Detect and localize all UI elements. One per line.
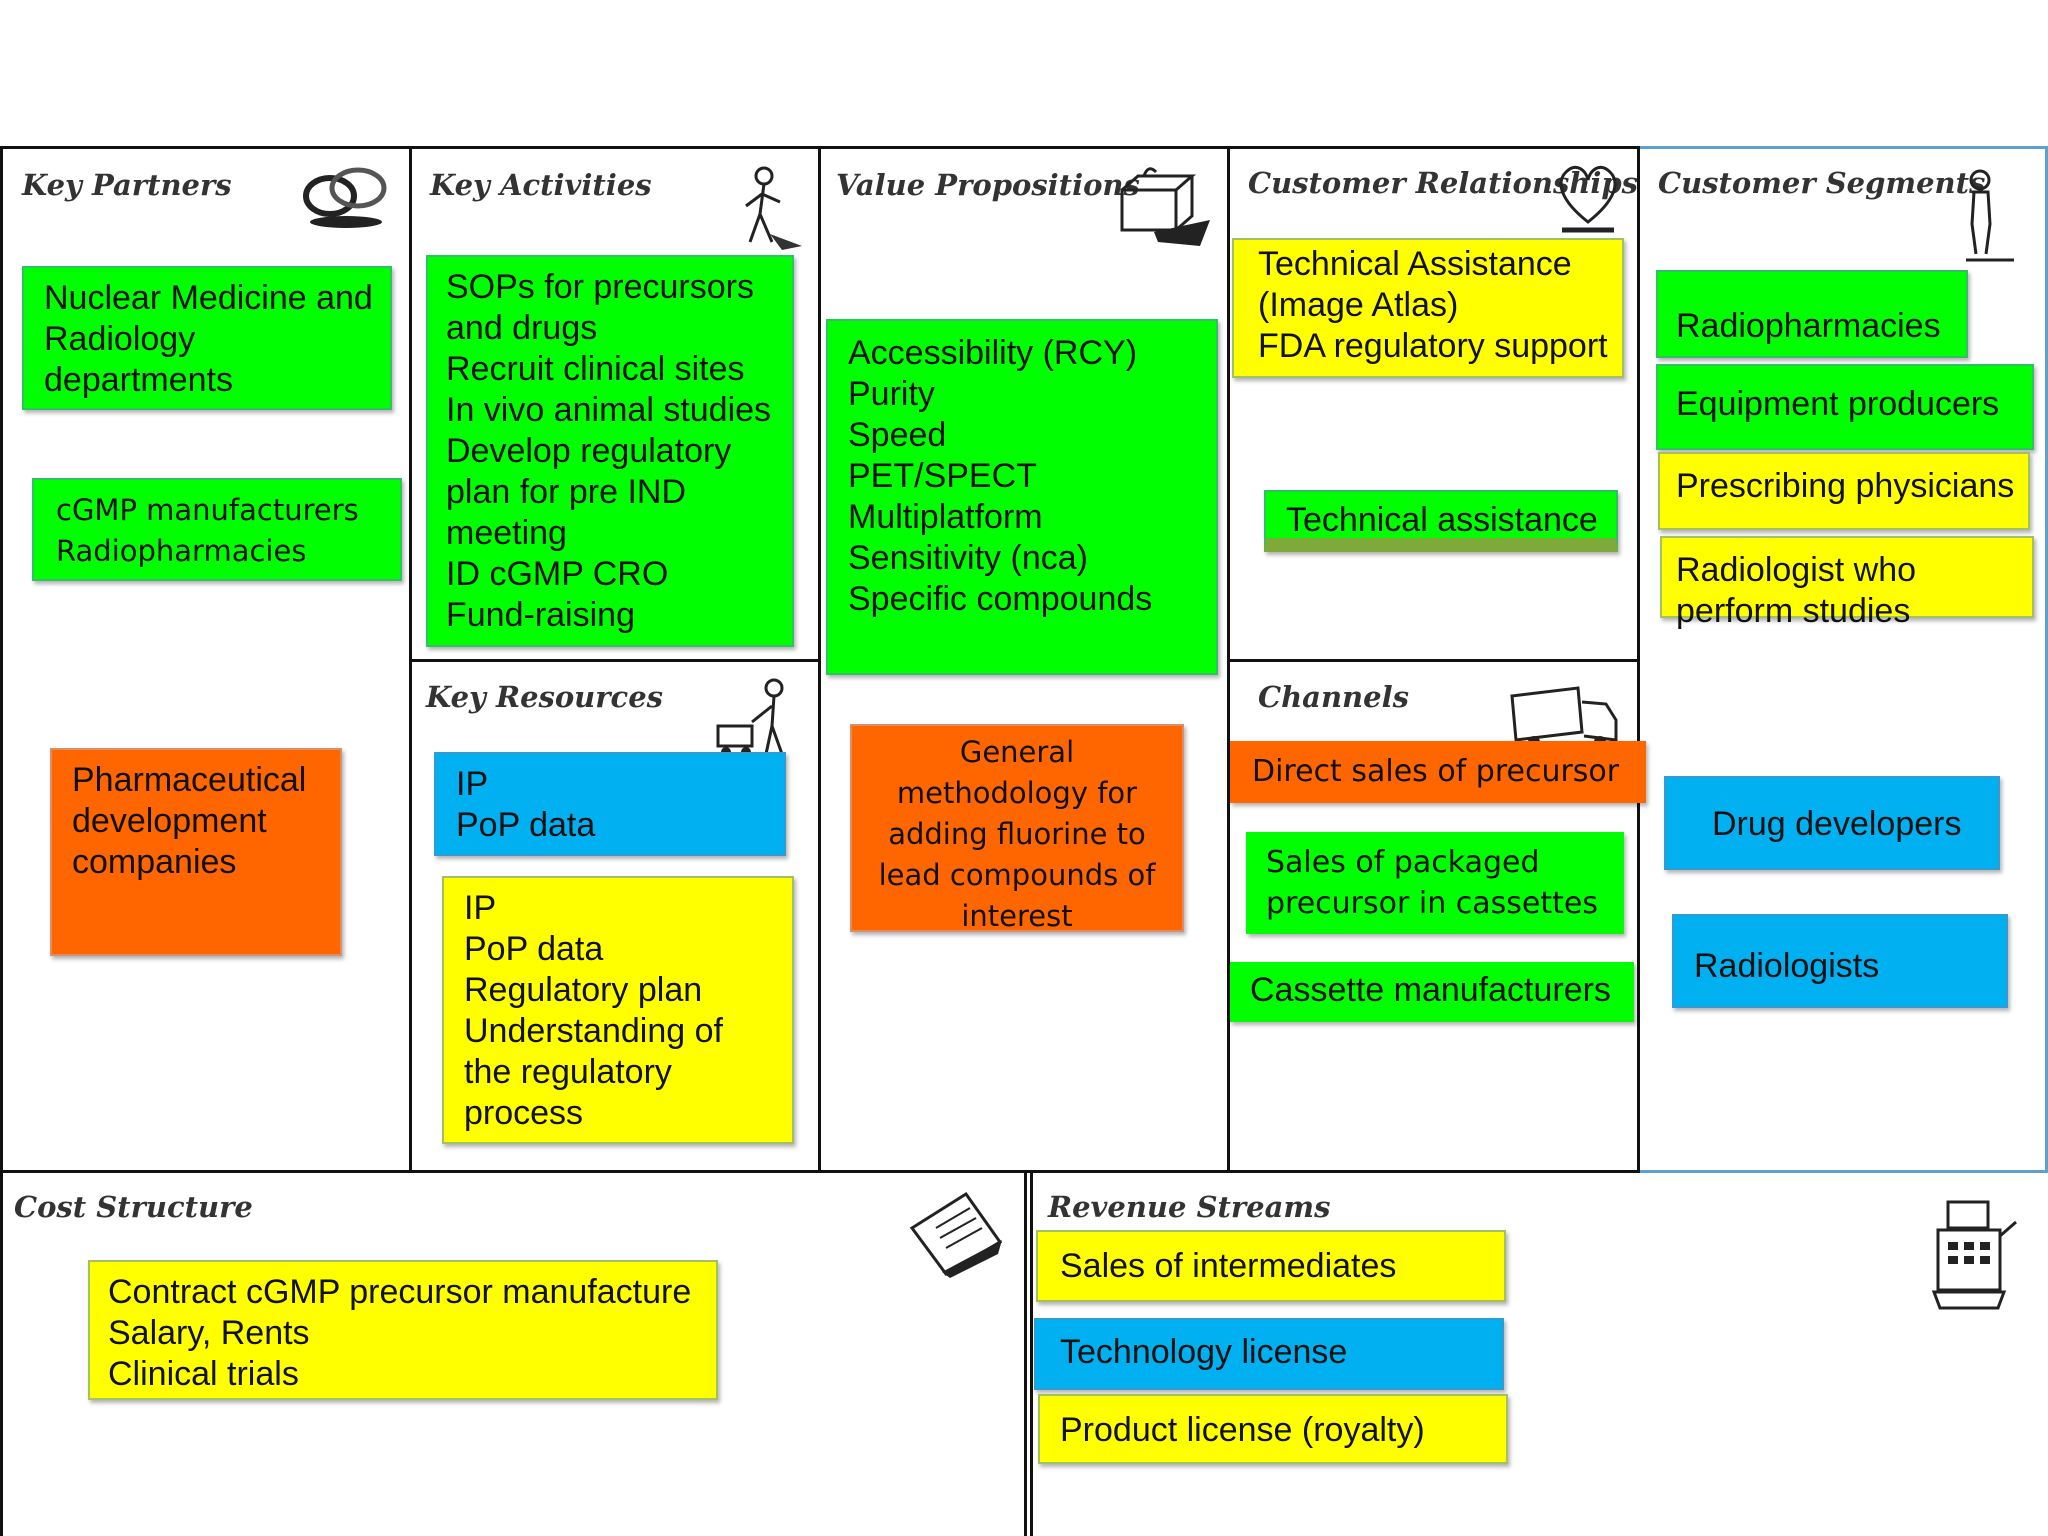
revenue-streams-note-1: Sales of intermediates — [1036, 1230, 1506, 1302]
customer-segments-note-6: Radiologists — [1672, 914, 2008, 1008]
divider-cost-revenue — [1024, 1170, 1027, 1536]
customer-segments-note-5: Drug developers — [1664, 776, 2000, 870]
divider-cost-revenue-inner — [1030, 1170, 1033, 1536]
key-partners-note-2: cGMP manufacturers Radiopharmacies — [32, 478, 402, 581]
customer-segments-note-1: Radiopharmacies — [1656, 270, 1968, 358]
worker-with-cart-icon — [712, 674, 802, 769]
revenue-streams-note-2: Technology license — [1034, 1318, 1504, 1390]
divider-top-bottom-segments — [1640, 1170, 2048, 1173]
linked-rings-icon — [300, 158, 394, 237]
divider-relationships-channels — [1227, 659, 1640, 662]
canvas-right-border — [2045, 146, 2048, 1172]
gift-box-icon — [1114, 162, 1214, 257]
value-propositions-note-1: Accessibility (RCY) Purity Speed PET/SPE… — [826, 319, 1218, 675]
key-partners-note-3: Pharmaceutical development companies — [50, 748, 342, 956]
customer-segments-note-2: Equipment producers — [1656, 364, 2034, 450]
cost-structure-note-1: Contract cGMP precursor manufacture Sala… — [88, 1260, 718, 1400]
person-icon — [1958, 166, 2018, 269]
revenue-streams-note-3: Product license (royalty) — [1038, 1394, 1508, 1464]
key-activities-title: Key Activities — [430, 168, 652, 202]
customer-relationships-note-2: Technical assistance — [1264, 490, 1618, 552]
canvas-top-border-segments — [1640, 146, 2048, 149]
key-activities-note-1: SOPs for precursors and drugs Recruit cl… — [426, 255, 794, 647]
channels-note-2: Sales of packaged precursor in cassettes — [1246, 832, 1624, 934]
heart-icon — [1552, 160, 1624, 239]
revenue-streams-title: Revenue Streams — [1048, 1190, 1331, 1224]
key-partners-title: Key Partners — [22, 168, 232, 202]
value-propositions-title: Value Propositions — [836, 168, 1140, 202]
customer-relationships-note-1: Technical Assistance (Image Atlas) FDA r… — [1232, 238, 1624, 378]
worker-icon — [722, 162, 808, 257]
key-resources-title: Key Resources — [426, 680, 663, 714]
channels-note-1: Direct sales of precursor — [1230, 741, 1646, 803]
key-resources-note-1: IP PoP data — [434, 752, 786, 856]
cash-register-icon — [1930, 1196, 2022, 1325]
key-partners-note-1: Nuclear Medicine and Radiology departmen… — [22, 266, 392, 410]
value-propositions-note-2: General methodology for adding fluorine … — [850, 724, 1184, 933]
divider-activities-resources — [409, 659, 821, 662]
customer-relationships-title: Customer Relationships — [1248, 166, 1638, 200]
channels-note-3: Cassette manufacturers — [1230, 962, 1634, 1022]
key-resources-note-2: IP PoP data Regulatory plan Understandin… — [442, 876, 794, 1144]
customer-segments-note-4: Radiologist who perform studies — [1660, 536, 2034, 630]
canvas-left-border — [0, 146, 3, 1536]
divider-top-bottom — [0, 1170, 1640, 1173]
channels-title: Channels — [1258, 680, 1409, 714]
customer-segments-title: Customer Segments — [1658, 166, 1986, 200]
customer-segments-note-3: Prescribing physicians — [1658, 452, 2030, 530]
document-icon — [902, 1188, 1012, 1283]
cost-structure-title: Cost Structure — [14, 1190, 253, 1224]
